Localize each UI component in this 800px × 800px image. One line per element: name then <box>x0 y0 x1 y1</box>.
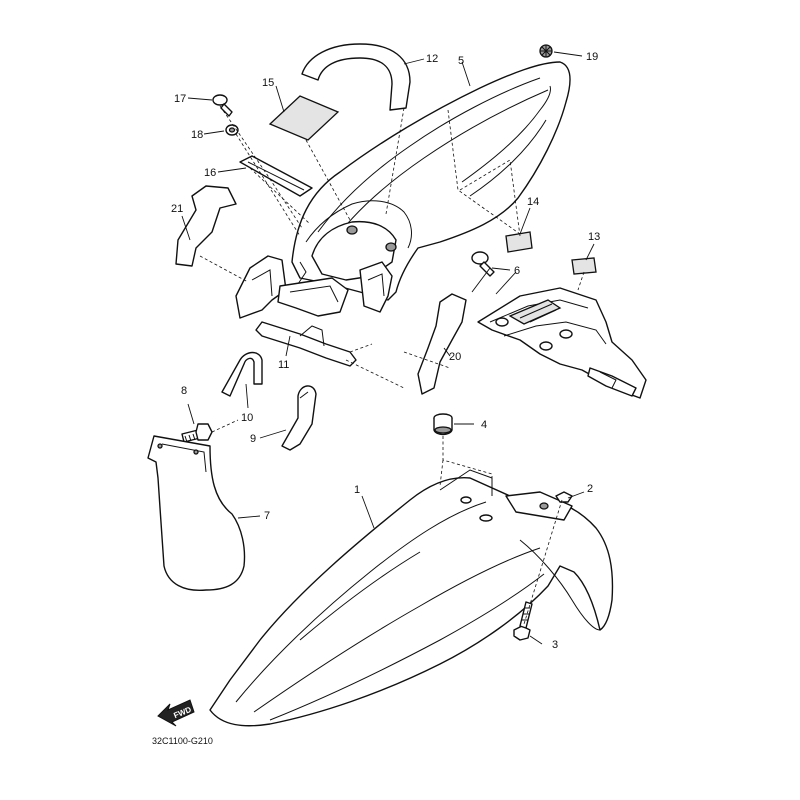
callout-18: 18 <box>191 129 203 141</box>
screw-17 <box>212 94 233 117</box>
pad-15 <box>268 95 340 141</box>
callout-19: 19 <box>586 51 598 63</box>
callout-3: 3 <box>552 639 558 651</box>
callout-10: 10 <box>241 412 253 424</box>
callout-8: 8 <box>181 385 187 397</box>
grab-strap <box>301 43 411 111</box>
bolt-3 <box>513 601 533 641</box>
leader-lines <box>181 51 595 645</box>
washer-18 <box>225 124 239 136</box>
callout-6: 6 <box>514 265 520 277</box>
bracket-11 <box>255 321 357 367</box>
side-cover-20 <box>417 293 467 395</box>
rear-fender <box>291 61 571 301</box>
clip-19 <box>539 44 553 58</box>
callout-7: 7 <box>264 510 270 522</box>
callout-labels: 1 2 3 4 5 6 7 8 9 10 11 12 13 14 15 16 1… <box>171 51 600 651</box>
callout-12: 12 <box>426 53 438 65</box>
diagram-code: 32C1100-G210 <box>152 736 213 746</box>
callout-16: 16 <box>204 167 216 179</box>
front-fender <box>209 469 614 727</box>
callout-5: 5 <box>458 55 464 67</box>
clamp-10 <box>221 351 263 397</box>
callout-20: 20 <box>449 351 461 363</box>
callout-21: 21 <box>171 203 183 215</box>
side-cover-21 <box>175 185 237 267</box>
callout-14: 14 <box>527 196 539 208</box>
fwd-arrow-icon: FWD <box>157 699 195 727</box>
callout-11: 11 <box>278 359 289 371</box>
clamp-9 <box>281 385 317 451</box>
rear-inner-panel <box>235 255 393 319</box>
bolt-8 <box>181 423 213 443</box>
pad-13 <box>571 257 597 275</box>
nut-2 <box>555 491 573 503</box>
bolt-6 <box>471 251 495 277</box>
tail-light-bracket <box>477 287 647 399</box>
callout-17: 17 <box>174 93 186 105</box>
callout-9: 9 <box>250 433 256 445</box>
callout-2: 2 <box>587 483 593 495</box>
assembly-lines <box>199 105 585 625</box>
callout-1: 1 <box>354 484 360 496</box>
grommet-4 <box>433 413 453 436</box>
callout-4: 4 <box>481 419 487 431</box>
callout-13: 13 <box>588 231 600 243</box>
pad-14 <box>505 231 533 253</box>
mud-flap-7 <box>147 435 246 591</box>
callout-15: 15 <box>262 77 274 89</box>
